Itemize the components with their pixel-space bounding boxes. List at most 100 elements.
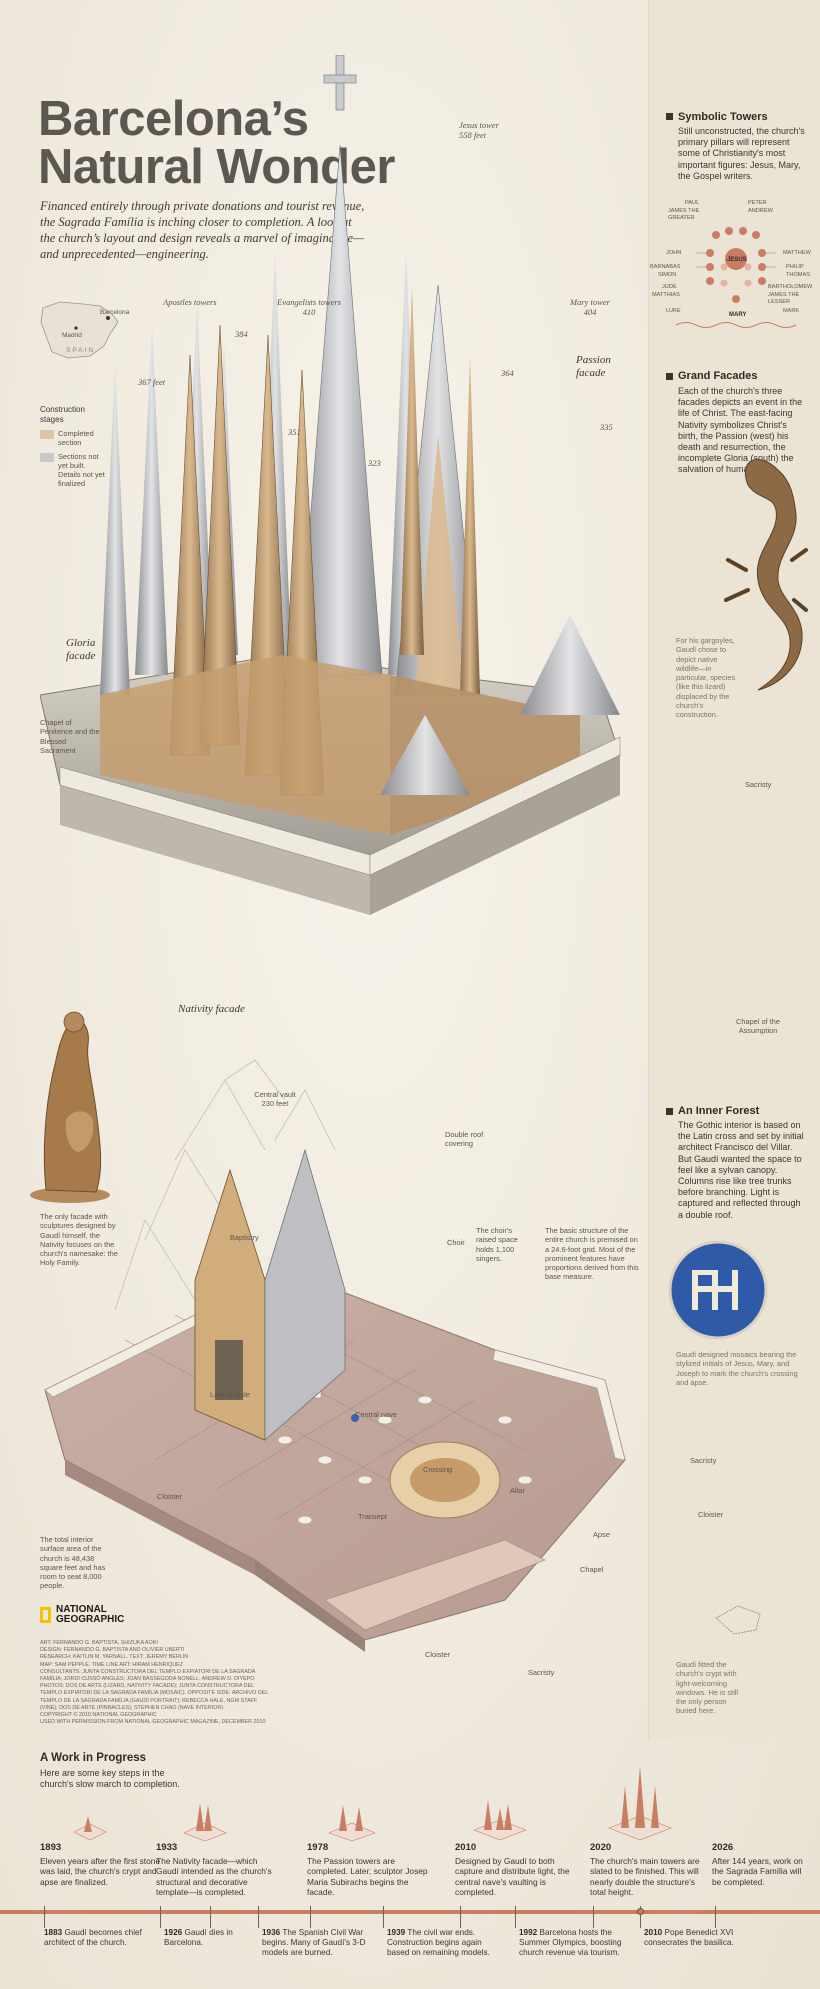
timeline-thumb-1893 [73,1816,107,1841]
legend-label-unbuilt: Sections not yet built. Details not yet … [58,452,105,488]
timeline-tick [640,1906,641,1928]
timeline-year: 1933 [156,1842,178,1853]
timeline-upper-entry-2: 1933 The Nativity facade—which Gaudí int… [156,1842,281,1898]
timeline-year: 1978 [307,1842,329,1853]
crossing-label: Crossing [423,1465,453,1474]
timeline-tick [715,1906,716,1928]
diagram-center-jesus: JESUS [727,257,747,263]
grid-note: The basic structure of the entire church… [545,1226,639,1282]
nativity-sculpture-image [30,1011,110,1203]
diagram-name-barnabas: BARNABAS [650,264,681,270]
timeline-lower-entry-2: 1926 Gaudí dies in Barcelona. [164,1928,244,1948]
diagram-name-jude: JUDE [662,284,677,290]
double-roof-label: Double roof covering [445,1130,484,1149]
cloister-label-west: Cloister [157,1492,183,1501]
mosaic-image [668,1240,768,1340]
apostles-towers-label: Apostles towers [163,297,217,307]
inner-forest-body: The Gothic interior is based on the Lati… [678,1120,804,1220]
central-nave-label: Central nave [355,1410,397,1419]
cloister-label-east: Cloister [698,1510,724,1519]
choir-label: Choir [447,1238,465,1247]
timeline-tick [44,1906,45,1928]
grand-facades-marker [666,373,673,380]
jesus-tower-label: Jesus tower 558 feet [459,120,499,140]
diagram-name-philip: PHILIP [786,264,804,270]
passion-facade-label: Passion facade [576,354,611,379]
interior-area-note: The total interior surface area of the c… [40,1535,106,1591]
timeline-tick [383,1906,384,1928]
timeline-lower-entry-3: 1936 The Spanish Civil War begins. Many … [262,1928,370,1959]
sidebar-panel [648,0,820,1740]
timeline-upper-entry-3: 1978 The Passion towers are completed. L… [307,1842,432,1898]
map-city-barcelona: Barcelona [100,309,130,316]
timeline-thumb-2020 [608,1766,672,1841]
symbolic-towers-marker [666,113,673,120]
timeline-text: The church's main towers are slated to b… [590,1856,700,1898]
timeline-year: 1939 [387,1928,406,1937]
altar-label: Altar [510,1486,526,1495]
timeline-tick [160,1906,161,1928]
apse-label: Apse [593,1530,610,1539]
construction-legend: Construction stages Completed section Se… [40,405,110,493]
inner-forest-heading: An Inner Forest [678,1105,760,1117]
diagram-name-peter: PETER [748,200,767,206]
timeline-tick [515,1906,516,1928]
legend-item-completed: Completed section [40,429,110,447]
central-vault-label: Central vault 230 feet [245,1090,305,1109]
timeline-text: Pope Benedict XVI consecrates the basili… [644,1928,734,1948]
diagram-name-james-greater: JAMES THE GREATER [668,208,700,221]
timeline-text: Designed by Gaudí to both capture and di… [455,1856,570,1898]
timeline-thumb-2010 [473,1800,527,1841]
mary-tower-label: Mary tower 404 [570,297,610,317]
diagram-name-thomas: THOMAS [786,272,810,278]
timeline-upper-entry-6: 2026 After 144 years, work on the Sagrad… [712,1842,812,1887]
nativity-facade-label: Nativity facade [178,1003,245,1015]
timeline-text: Barcelona hosts the Summer Olympics, boo… [519,1928,622,1958]
logo-line-2: GEOGRAPHIC [56,1614,125,1625]
timeline-text: After 144 years, work on the Sagrada Fam… [712,1856,803,1887]
lateral-aisle-label: Lateral aisle [210,1390,250,1399]
map-city-madrid: Madrid [62,332,82,339]
tower-height-364: 364 [501,368,514,378]
tower-height-323: 323 [368,458,381,468]
diagram-name-matthias: MATTHIAS [652,292,680,298]
diagram-name-bartholomew: BARTHOLOMEW [768,284,813,290]
mary-tower-name: Mary tower [570,297,610,307]
inner-forest-marker [666,1108,673,1115]
grand-facades-body: Each of the church's three facades depic… [678,386,803,475]
timeline-axis [0,1910,820,1914]
timeline-text: The Spanish Civil War begins. Many of Ga… [262,1928,366,1958]
timeline-heading: A Work in Progress [40,1752,147,1764]
timeline-year: 2010 [455,1842,477,1853]
crypt-note: Gaudí fitted the church's crypt with lig… [676,1660,739,1716]
legend-item-unbuilt: Sections not yet built. Details not yet … [40,452,110,488]
evangelists-name: Evangelists towers [277,297,341,307]
sacristy-label-east: Sacristy [690,1456,717,1465]
chapel-label: Chapel [580,1565,604,1574]
diagram-bottom-mary: MARY [729,312,747,318]
timeline-year: 1893 [40,1842,62,1853]
sculpture-note: The only facade with sculptures designed… [40,1212,118,1268]
timeline-text: The civil war ends. Construction begins … [387,1928,490,1958]
tower-height-351: 351 [288,427,301,437]
evangelists-height: 410 [302,307,316,317]
timeline-year: 2026 [712,1842,734,1853]
timeline-year: 1992 [519,1928,538,1937]
yellow-border-icon [40,1607,51,1623]
legend-label-completed: Completed section [58,429,94,447]
timeline-lower-entry-5: 1992 Barcelona hosts the Summer Olympics… [519,1928,637,1959]
timeline-intro: Here are some key steps in the church's … [40,1768,180,1789]
timeline-text: Gaudí dies in Barcelona. [164,1928,233,1948]
cloister-label-south: Cloister [425,1650,451,1659]
symbolic-towers-heading: Symbolic Towers [678,111,768,123]
chapel-assumption-label: Chapel of the Assumption [736,1017,780,1036]
mosaic-note: Gaudí designed mosaics bearing the styli… [676,1350,798,1387]
choir-note: The choir's raised space holds 1,100 sin… [476,1226,518,1263]
timeline-text: The Passion towers are completed. Later,… [307,1856,428,1898]
mary-tower-height: 404 [583,307,597,317]
timeline-thumb-1933 [183,1803,227,1842]
timeline-text: Gaudí becomes chief architect of the chu… [44,1928,142,1948]
plan-thumbnail [715,1605,761,1635]
diagram-name-simon: SIMON [658,272,677,278]
timeline-text: Eleven years after the first stone was l… [40,1856,161,1887]
